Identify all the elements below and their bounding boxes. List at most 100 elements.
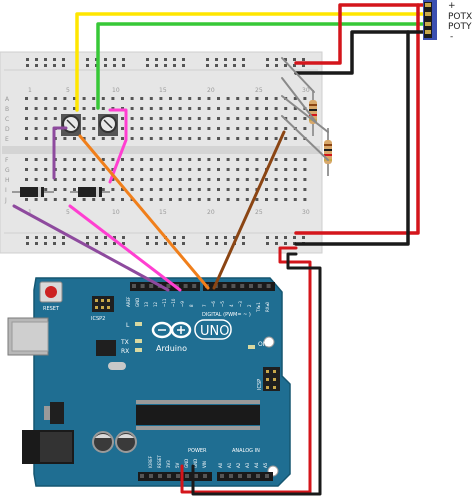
hole bbox=[140, 158, 144, 161]
hole bbox=[149, 198, 153, 201]
hole bbox=[140, 284, 145, 288]
hole bbox=[245, 158, 249, 161]
hole bbox=[233, 58, 236, 61]
arduino-name-text: Arduino bbox=[156, 344, 187, 353]
hole bbox=[188, 127, 192, 130]
hole bbox=[231, 284, 236, 288]
hole bbox=[302, 58, 305, 61]
hole bbox=[188, 97, 192, 100]
hole bbox=[275, 236, 278, 239]
hole bbox=[215, 58, 218, 61]
row-letter: G bbox=[5, 167, 10, 174]
hole bbox=[149, 188, 153, 191]
hole bbox=[284, 178, 288, 181]
hole bbox=[275, 64, 278, 67]
hole bbox=[245, 178, 249, 181]
led-on-label: ON bbox=[258, 341, 267, 348]
hole bbox=[95, 242, 98, 245]
row-letter: C bbox=[5, 116, 9, 123]
pin-label-ioref: IOREF bbox=[148, 455, 153, 468]
hole bbox=[155, 236, 158, 239]
hole bbox=[303, 127, 307, 130]
hole bbox=[265, 97, 268, 100]
analog-header bbox=[217, 472, 273, 481]
hole bbox=[206, 58, 209, 61]
wires bbox=[12, 3, 426, 496]
hole bbox=[130, 97, 134, 100]
column-number: 15 bbox=[159, 209, 167, 216]
hole bbox=[293, 158, 297, 161]
hole bbox=[293, 97, 297, 100]
digital-pin-labels: AREF GND 13 12 ~11 ~10 ~9 8 7 ~6 ~5 4 ~3… bbox=[126, 296, 270, 313]
hole bbox=[164, 64, 167, 67]
hole bbox=[73, 188, 76, 191]
pin-label-gnd-2: GND bbox=[193, 459, 198, 468]
hole bbox=[169, 168, 172, 171]
hole bbox=[224, 236, 227, 239]
hole bbox=[140, 107, 144, 110]
hole bbox=[293, 178, 297, 181]
power-header bbox=[138, 472, 212, 481]
hole bbox=[247, 474, 251, 478]
hole bbox=[284, 137, 288, 140]
hole bbox=[169, 178, 172, 181]
column-number: 10 bbox=[112, 87, 120, 94]
pin-label-a1: A1 bbox=[227, 462, 232, 468]
hole bbox=[62, 242, 65, 245]
hole bbox=[25, 107, 28, 110]
hole bbox=[44, 198, 48, 201]
hole bbox=[236, 168, 240, 171]
hole bbox=[92, 198, 96, 201]
hole bbox=[113, 64, 116, 67]
hole bbox=[236, 198, 240, 201]
wire-black-top bbox=[294, 30, 426, 75]
hole bbox=[149, 127, 153, 130]
wire-red-power bbox=[180, 246, 312, 494]
hole bbox=[284, 198, 288, 201]
digital-header-2 bbox=[203, 282, 275, 291]
hole bbox=[255, 158, 259, 161]
column-number: 10 bbox=[112, 209, 120, 216]
hole bbox=[149, 137, 153, 140]
uno-badge bbox=[194, 319, 232, 340]
hole bbox=[155, 64, 158, 67]
reset-button-cap[interactable] bbox=[45, 286, 57, 298]
hole bbox=[245, 97, 249, 100]
hole bbox=[121, 97, 124, 100]
hole bbox=[73, 198, 76, 201]
hole bbox=[159, 158, 163, 161]
hole bbox=[53, 58, 56, 61]
hole bbox=[226, 127, 230, 130]
hole bbox=[101, 97, 105, 100]
hole bbox=[240, 284, 245, 288]
hole bbox=[188, 168, 192, 171]
row-letter: A bbox=[5, 96, 10, 103]
hole bbox=[53, 198, 57, 201]
hole bbox=[101, 168, 105, 171]
hole bbox=[226, 158, 230, 161]
hole bbox=[255, 137, 259, 140]
hole bbox=[274, 127, 278, 130]
hole bbox=[149, 107, 153, 110]
hole bbox=[255, 117, 259, 120]
uno-brand-text: UNO bbox=[200, 324, 229, 339]
wire-magenta-diode bbox=[68, 204, 182, 292]
hole bbox=[44, 236, 47, 239]
hole bbox=[111, 158, 115, 161]
hole bbox=[173, 58, 176, 61]
power-analog-pin-holes bbox=[140, 474, 269, 478]
hole bbox=[121, 137, 124, 140]
hole bbox=[73, 97, 76, 100]
hole bbox=[207, 188, 211, 191]
hole bbox=[226, 97, 230, 100]
hole bbox=[101, 198, 105, 201]
hole bbox=[53, 236, 56, 239]
hole bbox=[44, 242, 47, 245]
pin-label-5: ~5 bbox=[220, 301, 225, 307]
hole bbox=[44, 127, 48, 130]
hole bbox=[274, 168, 278, 171]
pin-label-vin: VIN bbox=[202, 461, 207, 468]
hole bbox=[111, 137, 115, 140]
hole bbox=[122, 242, 125, 245]
hole bbox=[207, 178, 211, 181]
